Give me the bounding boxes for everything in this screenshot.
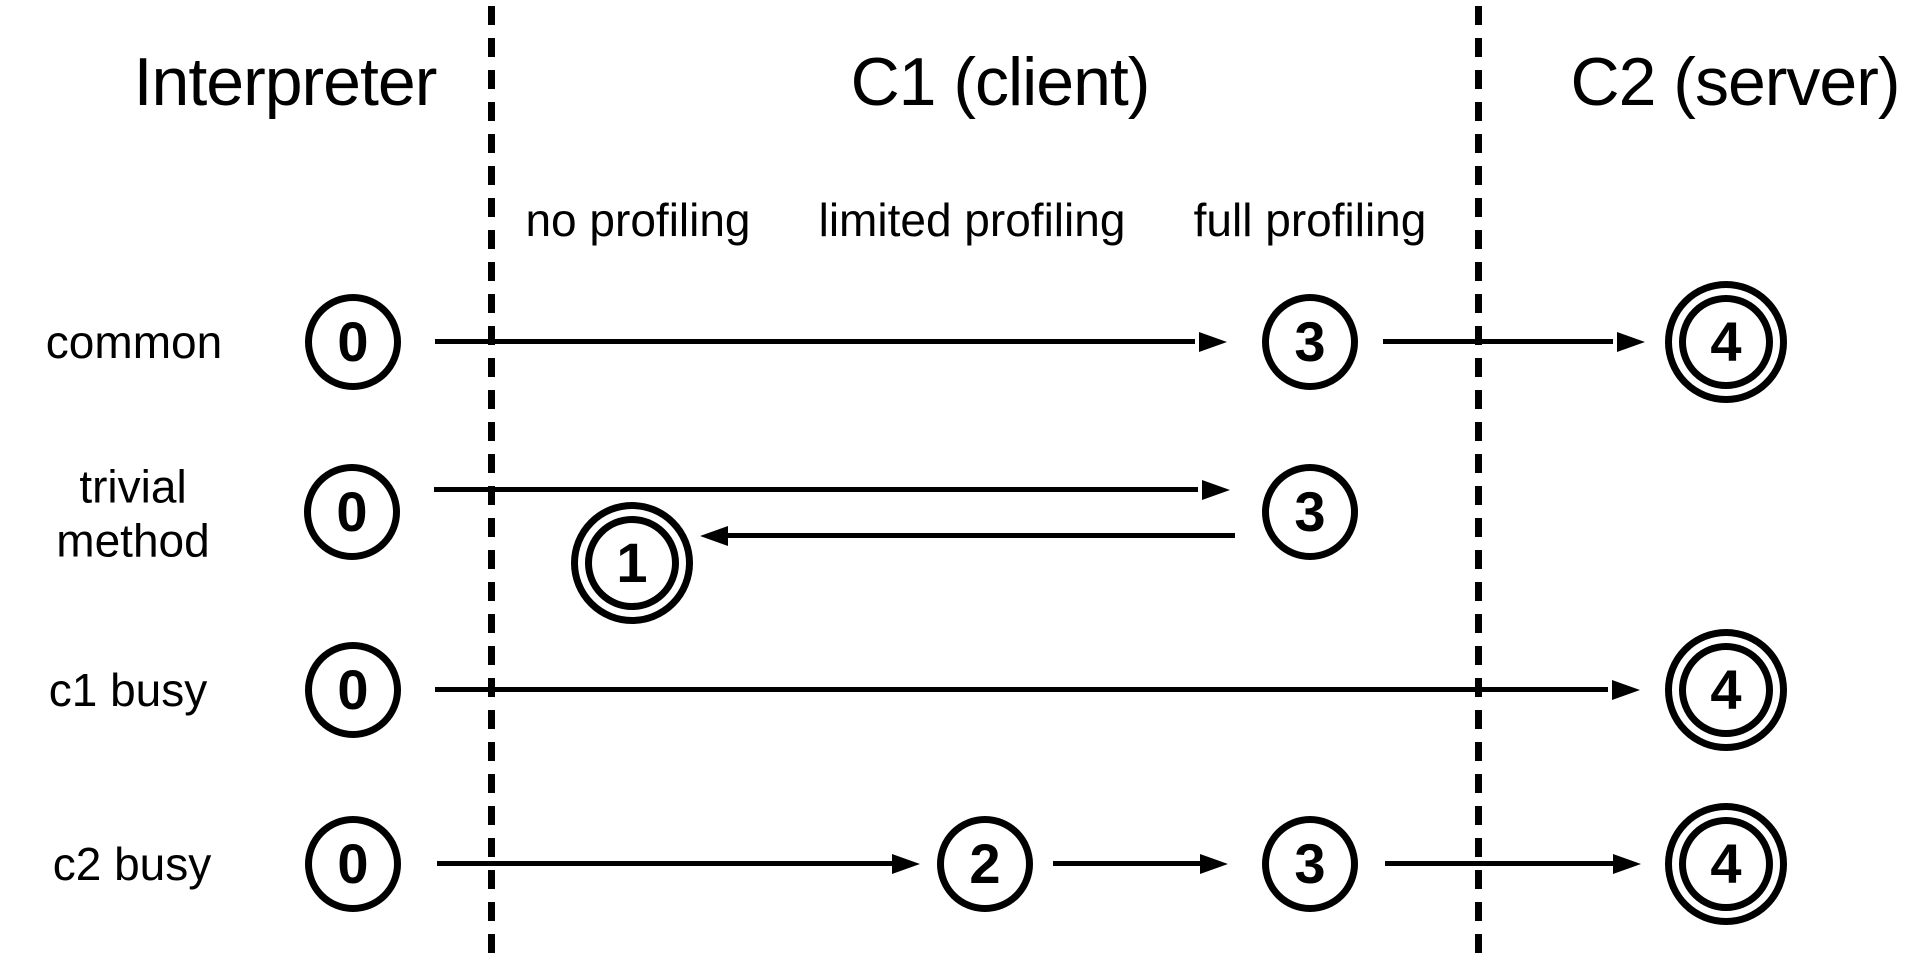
arrow-c2busy-3-to-4-line bbox=[1385, 861, 1613, 866]
arrow-common-3-to-4-line bbox=[1383, 339, 1613, 344]
state-circle: 0 bbox=[305, 294, 401, 390]
arrow-trivial-0-to-3-line bbox=[434, 487, 1198, 492]
state-level: 2 bbox=[969, 832, 1001, 895]
state-node-trivial-0: 0 bbox=[304, 464, 400, 560]
sublabel-full-profiling: full profiling bbox=[1193, 193, 1427, 246]
column-title-c2: C2 (server) bbox=[1570, 43, 1900, 120]
arrow-c1busy-0-to-4-line bbox=[435, 687, 1608, 692]
arrow-common-0-to-3-line bbox=[435, 339, 1195, 344]
state-circle: 0 bbox=[305, 642, 401, 738]
state-level: 4 bbox=[1710, 310, 1742, 373]
state-level: 3 bbox=[1294, 480, 1326, 543]
row-label-c1-busy: c1 busy bbox=[48, 663, 208, 716]
state-level: 0 bbox=[337, 310, 369, 373]
final-state-inner-circle: 4 bbox=[1679, 817, 1773, 911]
arrow-common-0-to-3-head-icon bbox=[1199, 332, 1227, 352]
row-label-common: common bbox=[45, 315, 223, 368]
arrow-c2busy-0-to-2-line bbox=[437, 861, 892, 866]
row-label-c2-busy: c2 busy bbox=[52, 837, 212, 890]
state-node-c1busy-0: 0 bbox=[305, 642, 401, 738]
state-level: 0 bbox=[336, 480, 368, 543]
state-node-common-4-final: 4 bbox=[1665, 281, 1787, 403]
arrow-trivial-3-to-1-line bbox=[728, 533, 1235, 538]
state-level: 3 bbox=[1294, 310, 1326, 373]
state-node-c2busy-0: 0 bbox=[305, 816, 401, 912]
state-circle: 3 bbox=[1262, 464, 1358, 560]
final-state-inner-circle: 1 bbox=[585, 516, 679, 610]
state-node-common-0: 0 bbox=[305, 294, 401, 390]
state-node-trivial-3: 3 bbox=[1262, 464, 1358, 560]
column-title-c1: C1 (client) bbox=[850, 43, 1151, 120]
divider-interpreter-c1 bbox=[488, 6, 495, 960]
state-level: 1 bbox=[616, 531, 648, 594]
arrow-common-3-to-4-head-icon bbox=[1617, 332, 1645, 352]
state-level: 4 bbox=[1710, 832, 1742, 895]
final-state-circle: 1 bbox=[571, 502, 693, 624]
final-state-inner-circle: 4 bbox=[1679, 643, 1773, 737]
state-node-trivial-1-final: 1 bbox=[571, 502, 693, 624]
arrow-trivial-0-to-3-head-icon bbox=[1202, 480, 1230, 500]
state-circle: 0 bbox=[304, 464, 400, 560]
column-title-interpreter: Interpreter bbox=[133, 43, 438, 120]
state-node-c2busy-3: 3 bbox=[1262, 816, 1358, 912]
sublabel-no-profiling: no profiling bbox=[525, 193, 751, 246]
state-circle: 2 bbox=[937, 816, 1033, 912]
arrow-trivial-3-to-1-head-icon bbox=[700, 526, 728, 546]
arrow-c1busy-0-to-4-head-icon bbox=[1612, 680, 1640, 700]
sublabel-limited-profiling: limited profiling bbox=[818, 193, 1126, 246]
state-circle: 3 bbox=[1262, 816, 1358, 912]
state-node-c2busy-4-final: 4 bbox=[1665, 803, 1787, 925]
state-node-common-3: 3 bbox=[1262, 294, 1358, 390]
final-state-circle: 4 bbox=[1665, 803, 1787, 925]
state-level: 4 bbox=[1710, 658, 1742, 721]
state-circle: 0 bbox=[305, 816, 401, 912]
state-level: 3 bbox=[1294, 832, 1326, 895]
final-state-inner-circle: 4 bbox=[1679, 295, 1773, 389]
arrow-c2busy-0-to-2-head-icon bbox=[892, 854, 920, 874]
divider-c1-c2 bbox=[1475, 6, 1482, 960]
arrow-c2busy-2-to-3-line bbox=[1053, 861, 1200, 866]
arrow-c2busy-2-to-3-head-icon bbox=[1200, 854, 1228, 874]
state-circle: 3 bbox=[1262, 294, 1358, 390]
final-state-circle: 4 bbox=[1665, 629, 1787, 751]
row-label-trivial-method: trivial method bbox=[56, 460, 210, 567]
final-state-circle: 4 bbox=[1665, 281, 1787, 403]
state-level: 0 bbox=[337, 832, 369, 895]
state-level: 0 bbox=[337, 658, 369, 721]
state-node-c2busy-2: 2 bbox=[937, 816, 1033, 912]
arrow-c2busy-3-to-4-head-icon bbox=[1613, 854, 1641, 874]
state-node-c1busy-4-final: 4 bbox=[1665, 629, 1787, 751]
